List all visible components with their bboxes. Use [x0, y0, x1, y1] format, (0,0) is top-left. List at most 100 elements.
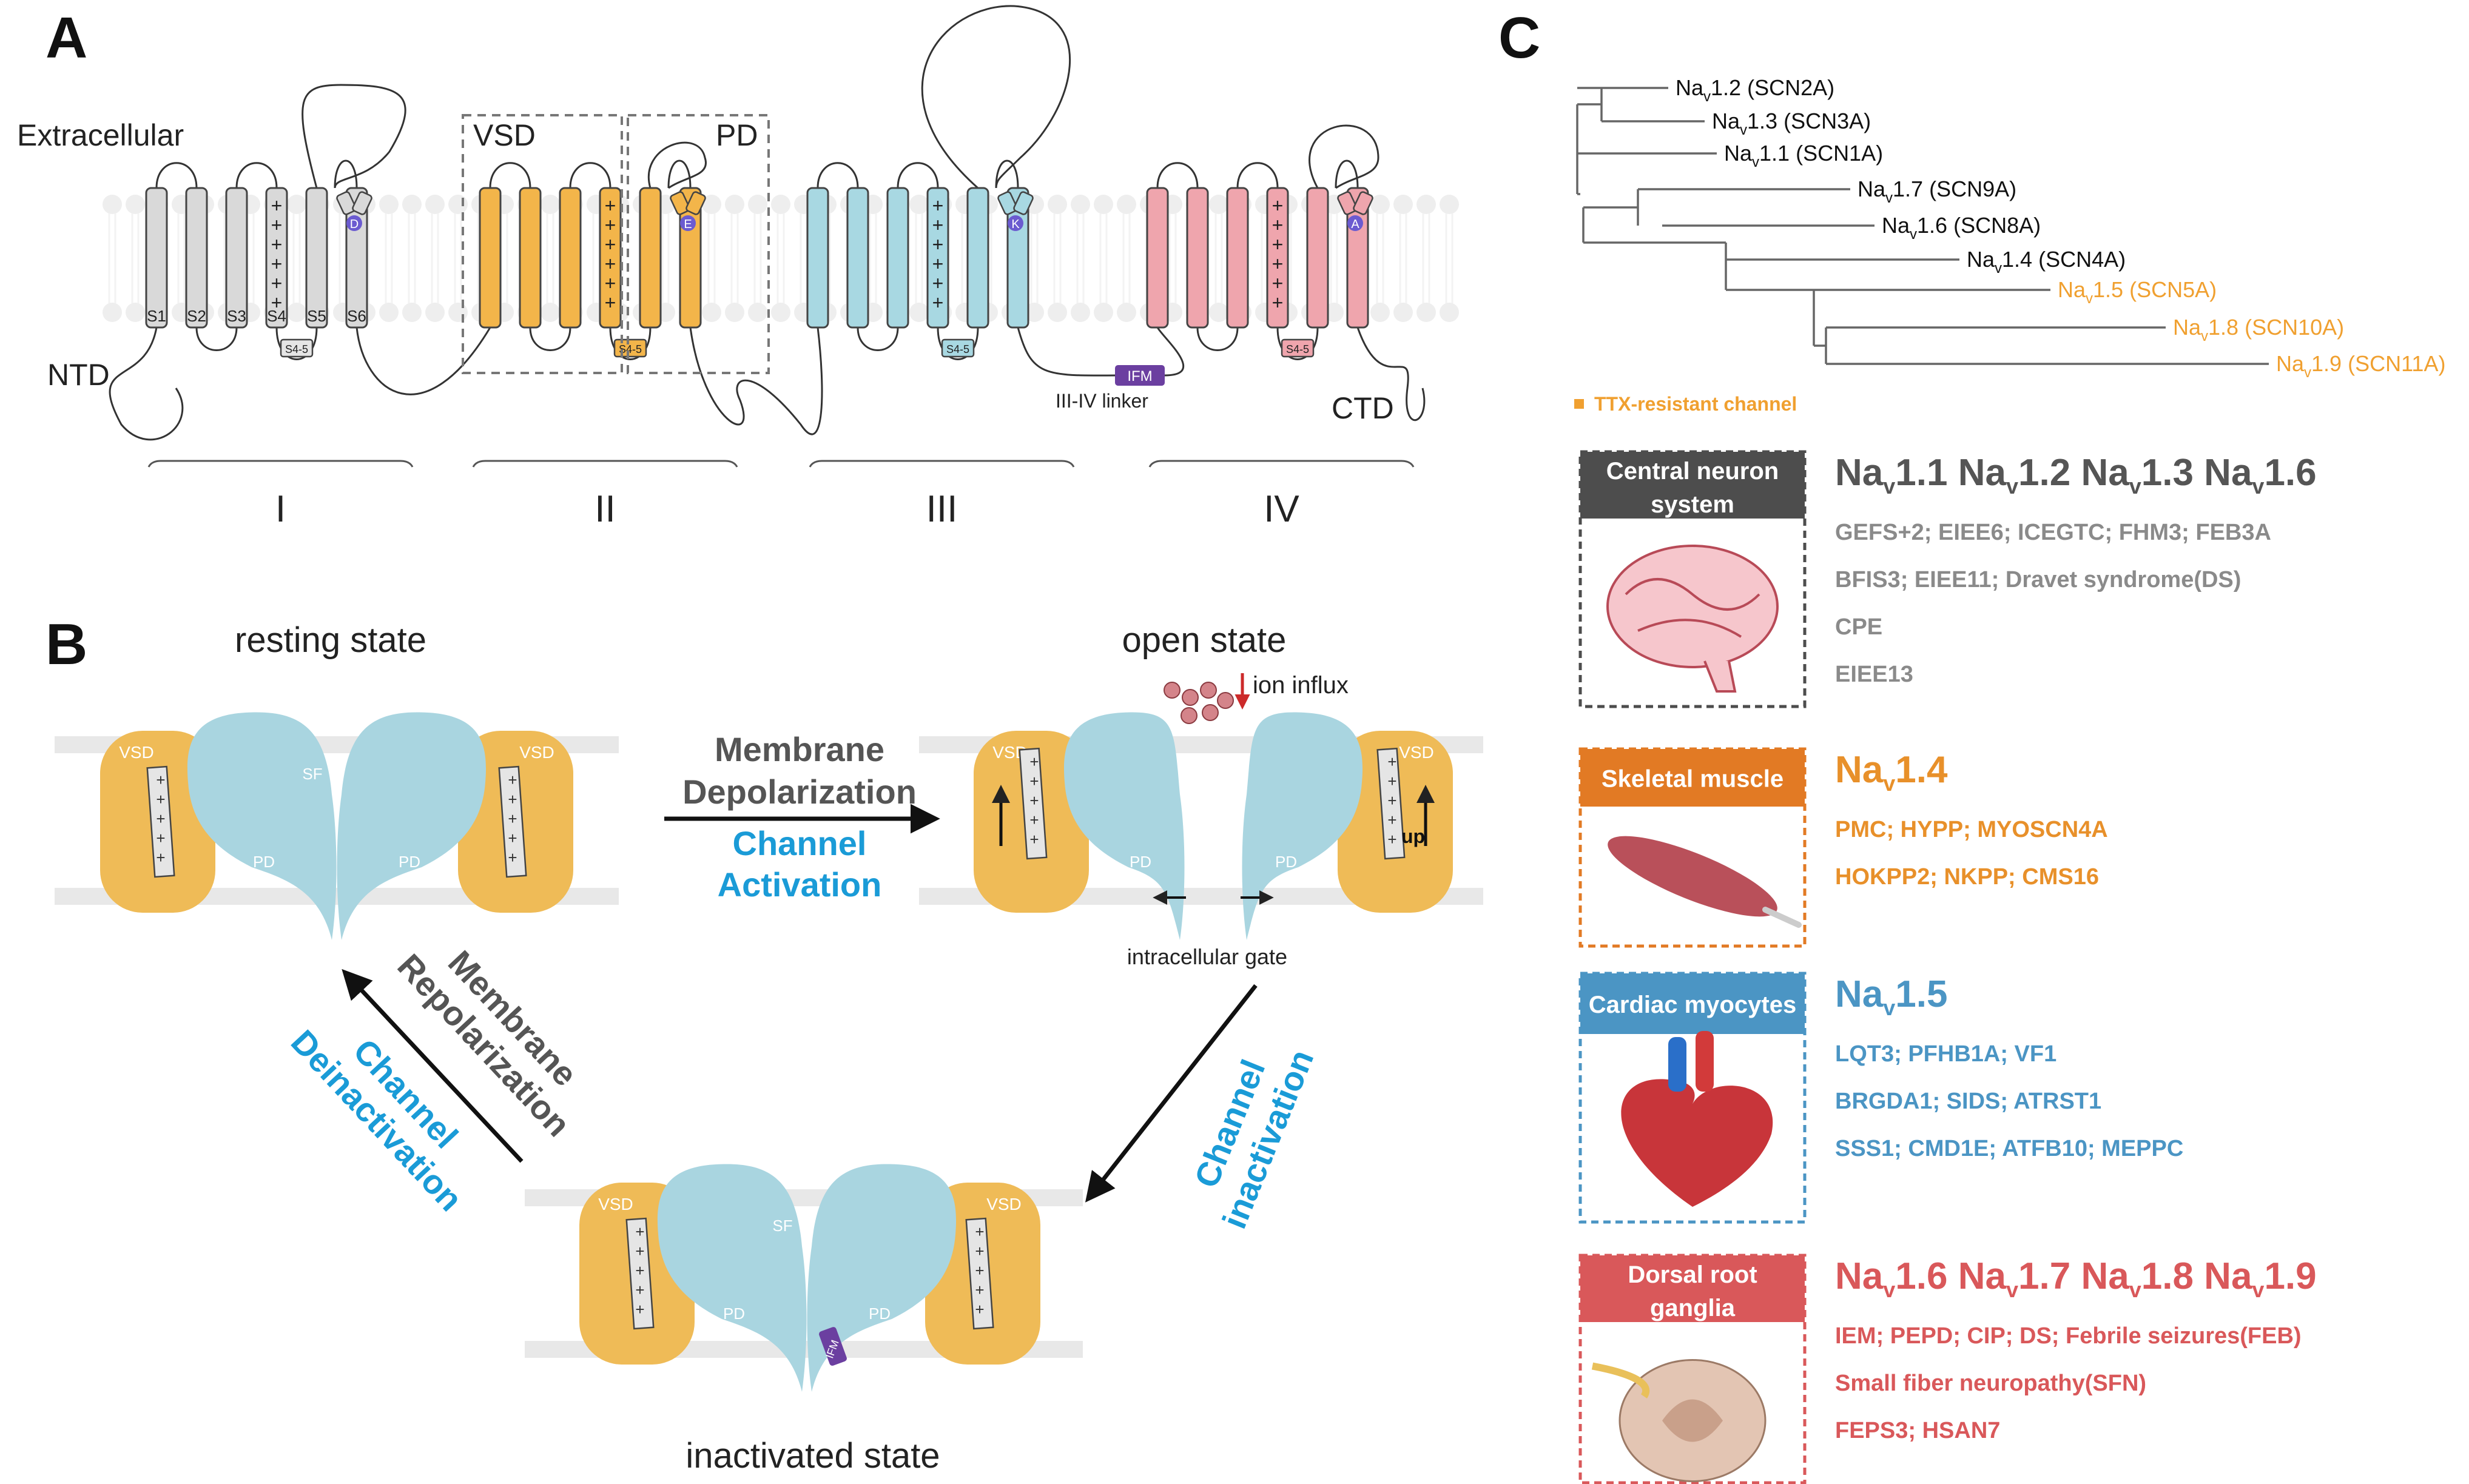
connecting-loop — [609, 327, 652, 360]
pd-label: PD — [1130, 853, 1151, 871]
phylogenetic-tree: Nav1.2 (SCN2A)Nav1.3 (SCN3A)Nav1.1 (SCN1… — [1576, 75, 2445, 381]
lipid-head — [425, 303, 445, 322]
topology-loops — [109, 5, 1426, 441]
gating-charge: + — [605, 233, 616, 255]
gating-charge: + — [1387, 753, 1396, 771]
tissue-title-bar — [1580, 452, 1805, 519]
linker-iii-iv-a — [1017, 327, 1117, 377]
gating-charge: + — [271, 195, 283, 217]
gating-charge: + — [975, 1223, 984, 1241]
tissue-title: Central neuron — [1606, 458, 1779, 485]
segment-label: S1 — [147, 307, 166, 325]
lipid-head — [748, 195, 767, 214]
ion-cluster — [1164, 682, 1234, 724]
gating-charge: + — [635, 1261, 644, 1280]
disease-line: HOKPP2; NKPP; CMS16 — [1835, 864, 2099, 890]
lipid-head — [1440, 195, 1459, 214]
lipid-head — [748, 303, 767, 322]
gating-charge: + — [605, 195, 616, 217]
tree-leaf-label: Nav1.6 (SCN8A) — [1882, 213, 2041, 243]
tissue-channel-heading: Nav1.1 Nav1.2 Nav1.3 Nav1.6 — [1835, 452, 2317, 499]
tree-leaf-label: Nav1.7 (SCN9A) — [1858, 176, 2016, 206]
lipid-head — [1440, 303, 1459, 322]
pore-right-lobe — [337, 712, 487, 940]
lipid-head — [1209, 303, 1228, 322]
ntd-label: NTD — [47, 358, 110, 392]
selectivity-residue — [1008, 215, 1023, 231]
gating-charge: + — [635, 1223, 644, 1241]
gating-charge: + — [932, 272, 944, 294]
s4-5-linker — [1281, 338, 1315, 358]
ctd-tail — [1356, 327, 1426, 421]
domain-numeral: I — [275, 488, 286, 530]
vsd-label: VSD — [519, 743, 554, 762]
gating-charge: + — [1029, 791, 1039, 810]
vsd-box — [462, 114, 623, 374]
gating-charge: + — [508, 771, 517, 789]
gating-charge: + — [156, 771, 165, 789]
lipid-head — [287, 195, 306, 214]
connecting-loop — [1156, 162, 1199, 189]
helix-s1 — [145, 187, 168, 329]
channel-activation-line2: Activation — [718, 865, 882, 904]
disease-line: BFIS3; EIEE11; Dravet syndrome(DS) — [1835, 567, 2241, 593]
gating-charge: + — [605, 214, 616, 236]
connecting-loop — [489, 162, 531, 189]
helix-s5 — [966, 187, 989, 329]
connecting-loop — [1335, 159, 1359, 189]
gating-charge: + — [1387, 791, 1396, 810]
selectivity-residue-label: D — [350, 218, 359, 231]
tissue-channel-heading: Nav1.5 — [1835, 973, 1948, 1020]
ifm-label: IFM — [1127, 368, 1152, 384]
selectivity-residue-label: A — [1351, 218, 1359, 231]
ctd-label: CTD — [1332, 391, 1394, 425]
vsd-label: VSD — [986, 1195, 1022, 1214]
ttx-legend-swatch — [1574, 399, 1584, 409]
gating-charge: + — [1272, 195, 1284, 217]
pd-box — [627, 114, 770, 374]
resting-state-title: resting state — [235, 620, 426, 660]
gating-charge: + — [975, 1261, 984, 1280]
lipid-head — [909, 303, 929, 322]
helix-s1 — [806, 187, 829, 329]
pore-helix — [336, 191, 357, 215]
tissue-title: ganglia — [1650, 1295, 1736, 1321]
pore-helix — [685, 191, 706, 215]
ifm-particle — [819, 1327, 847, 1366]
lipid-head — [103, 195, 122, 214]
lipid-head — [1117, 303, 1136, 322]
s4-5-linker — [941, 338, 975, 358]
disease-line: SSS1; CMD1E; ATFB10; MEPPC — [1835, 1136, 2183, 1161]
gating-charge: + — [1272, 272, 1284, 294]
disease-line: CPE — [1835, 614, 1882, 640]
segment-label: S3 — [227, 307, 246, 325]
helix-s5 — [639, 187, 662, 329]
lipid-head — [1094, 195, 1113, 214]
disease-line: BRGDA1; SIDS; ATRST1 — [1835, 1089, 2101, 1114]
gating-charge: + — [271, 233, 283, 255]
disease-line: GEFS+2; EIEE6; ICEGTC; FHM3; FEB3A — [1835, 520, 2271, 545]
selectivity-residue-label: E — [684, 218, 692, 231]
s4-5-linker-label: S4-5 — [285, 343, 308, 355]
lipid-head — [126, 195, 145, 214]
selectivity-residue — [346, 215, 362, 231]
lipid-head — [1416, 303, 1436, 322]
helix-s2 — [519, 187, 542, 329]
gating-charge: + — [635, 1300, 644, 1318]
domain-bracket — [472, 460, 738, 468]
s4-helix — [625, 1217, 655, 1330]
gating-charge: + — [1029, 772, 1039, 790]
nerve-root — [1591, 1362, 1650, 1398]
lipid-head — [1071, 195, 1090, 214]
tree-leaf-label: Nav1.1 (SCN1A) — [1724, 141, 1883, 170]
connecting-loop — [529, 327, 571, 351]
heart-vessel-blue — [1668, 1037, 1686, 1092]
domain-bracket — [147, 460, 414, 468]
brain-folds — [1625, 578, 1760, 638]
helix-s4 — [599, 187, 622, 329]
gating-charge: + — [271, 253, 283, 275]
lipid-head — [287, 303, 306, 322]
sf-label: SF — [302, 765, 322, 783]
